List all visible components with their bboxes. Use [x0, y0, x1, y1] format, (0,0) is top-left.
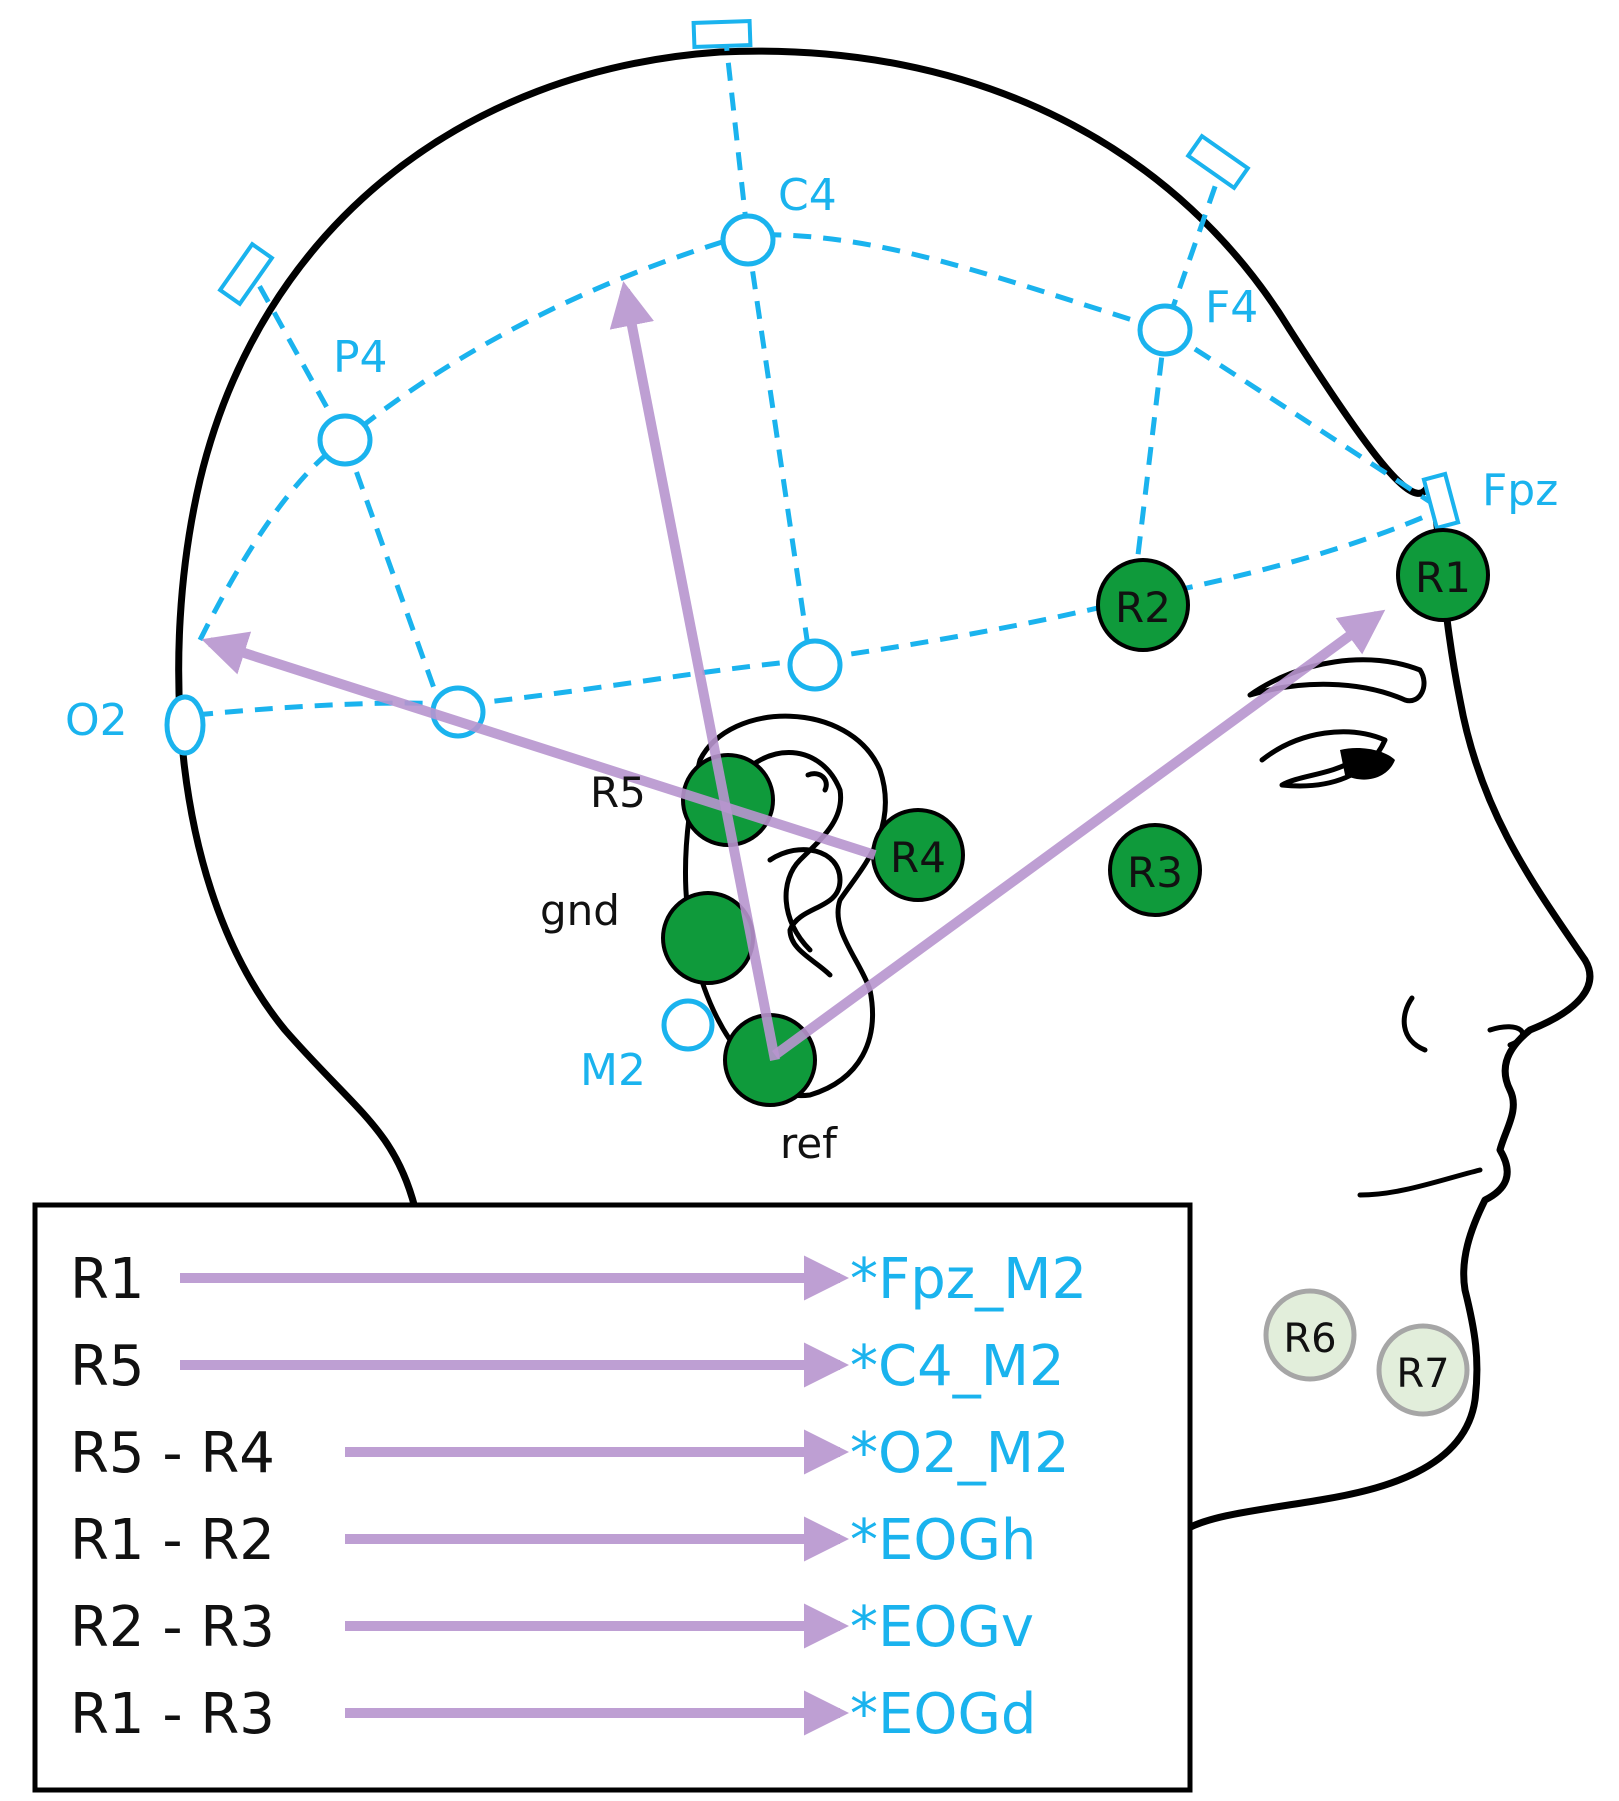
legend-target: *EOGd	[850, 1682, 1036, 1747]
electrode-r3	[1108, 823, 1202, 917]
t-ring-2	[787, 638, 843, 692]
electrode-label-r6: R6	[1283, 1316, 1336, 1362]
m2-ring	[661, 998, 715, 1052]
site-label-m2: M2	[580, 1045, 646, 1096]
site-label-fpz: Fpz	[1482, 465, 1558, 516]
legend-source: R2 - R3	[70, 1595, 275, 1660]
legend-row: R1 - R3 *EOGd	[70, 1682, 1036, 1747]
electrode-r6	[1263, 1288, 1357, 1382]
legend-source: R5	[70, 1334, 145, 1399]
electrode-r1	[1396, 528, 1490, 622]
electrode-label-ref: ref	[780, 1119, 838, 1168]
legend-row: R5 - R4 *O2_M2	[70, 1421, 1070, 1486]
electrode-label-r3: R3	[1127, 848, 1183, 897]
derivation-arrows	[201, 281, 1386, 1061]
electrode-gnd	[661, 891, 755, 985]
legend-row: R1 - R2 *EOGh	[70, 1508, 1036, 1573]
legend-target: *O2_M2	[850, 1421, 1070, 1486]
site-label-p4: P4	[333, 332, 388, 383]
labels: C4 F4 P4 Fpz O2 M2 R1 R2 R3 R4 R5 gnd re…	[65, 170, 1558, 1397]
face-features	[1247, 657, 1526, 1198]
legend-row: R2 - R3 *EOGv	[70, 1595, 1034, 1660]
legend-row: R1 *Fpz_M2	[70, 1247, 1087, 1312]
fpz-cap-marker	[1421, 471, 1461, 531]
site-label-f4: F4	[1205, 282, 1258, 333]
legend-source: R5 - R4	[70, 1421, 275, 1486]
o2-ring	[164, 694, 206, 756]
arrow-c4	[609, 281, 780, 1061]
legend-box	[32, 1202, 1193, 1793]
electrode-label-r4: R4	[890, 833, 946, 882]
f4-cap-marker	[1185, 133, 1251, 191]
electrode-label-r5: R5	[590, 768, 646, 817]
electrode-label-r1: R1	[1415, 553, 1471, 602]
legend: R1 *Fpz_M2 R5 *C4_M2 R5 - R4 *O2_M2 R1 -…	[32, 1202, 1193, 1793]
legend-target: *C4_M2	[850, 1334, 1065, 1399]
legend-target: *EOGv	[850, 1595, 1034, 1660]
p4-cap-marker	[217, 241, 275, 307]
site-label-o2: O2	[65, 695, 128, 746]
electrode-label-gnd: gnd	[540, 886, 620, 935]
electrode-label-r2: R2	[1115, 583, 1171, 632]
c4-ring	[720, 213, 776, 267]
electrode-r7	[1376, 1323, 1470, 1417]
p4-ring	[317, 413, 373, 467]
legend-target: *EOGh	[850, 1508, 1036, 1573]
site-label-c4: C4	[778, 170, 837, 221]
legend-source: R1 - R3	[70, 1682, 275, 1747]
legend-target: *Fpz_M2	[850, 1247, 1087, 1312]
arrow-o2	[201, 631, 877, 860]
legend-row: R5 *C4_M2	[70, 1334, 1065, 1399]
legend-source: R1 - R2	[70, 1508, 275, 1573]
c4-cap-marker	[691, 18, 753, 50]
site-markers	[164, 18, 1461, 1052]
f4-ring	[1137, 303, 1193, 357]
arrow-fpz	[772, 609, 1386, 1060]
legend-source: R1	[70, 1247, 145, 1312]
electrode-r2	[1096, 558, 1190, 652]
electrode-label-r7: R7	[1396, 1351, 1449, 1397]
